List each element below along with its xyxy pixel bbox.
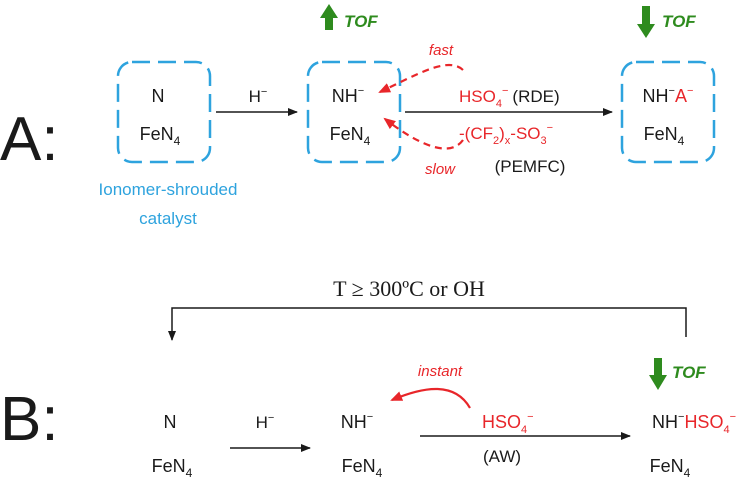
tof-up-label: TOF: [344, 12, 378, 31]
instant-label: instant: [418, 363, 463, 380]
regeneration-condition: T ≥ 300ºC or OH: [333, 276, 485, 301]
b-species3-bottom: FeN4: [650, 456, 691, 480]
box1-top-label: N: [152, 86, 165, 106]
panel-a-label: A:: [0, 105, 59, 174]
box3-bottom-label: FeN4: [644, 124, 685, 148]
tof-up-indicator: TOF: [320, 4, 378, 31]
up-arrow-icon: [320, 4, 338, 30]
catalyst-box-3: [620, 60, 716, 164]
ionomer-caption-line2: catalyst: [139, 209, 197, 228]
box2-bottom-label: FeN4: [330, 124, 371, 148]
ionomer-caption-line1: Ionomer-shrouded: [99, 180, 238, 199]
catalyst-box-2: [306, 60, 402, 164]
box1-bottom-label: FeN4: [140, 124, 181, 148]
fast-exchange-arrow: [378, 64, 464, 93]
b-species1-bottom: FeN4: [152, 456, 193, 480]
tof-down-indicator-b: TOF: [649, 358, 706, 390]
box2-top-label: NH−: [332, 85, 364, 106]
hydride-label-a: H−: [249, 86, 268, 106]
slow-label: slow: [425, 161, 456, 178]
panel-b-label: B:: [0, 385, 59, 454]
fast-label: fast: [429, 42, 454, 59]
instant-exchange-arrow: [390, 387, 471, 409]
b-species3-top: NH−HSO4−: [652, 411, 736, 436]
down-arrow-icon: [637, 6, 655, 38]
panel-b: B: T ≥ 300ºC or OH N FeN4 H− NH− FeN4 in…: [0, 276, 736, 480]
panel-a: A: N FeN4 Ionomer-shrouded catalyst H− N…: [0, 4, 716, 228]
catalyst-box-1: [116, 60, 212, 164]
tof-down-label-a: TOF: [662, 12, 696, 31]
rde-condition: HSO4−(RDE): [459, 85, 560, 110]
box3-top-label: NH−A−: [643, 85, 694, 106]
b-species1-top: N: [164, 412, 177, 432]
tof-down-label-b: TOF: [672, 363, 706, 382]
down-arrow-icon: [649, 358, 667, 390]
pemfc-label: (PEMFC): [495, 157, 566, 176]
pemfc-reagent: -(CF2)x-SO3−: [459, 122, 553, 147]
tof-down-indicator-a: TOF: [637, 6, 696, 38]
b-species2-top: NH−: [341, 411, 373, 432]
aw-label: (AW): [483, 447, 521, 466]
b-species2-bottom: FeN4: [342, 456, 383, 480]
hydride-label-b: H−: [256, 412, 275, 432]
b-reagent: HSO4−: [482, 411, 534, 436]
slow-exchange-arrow: [383, 117, 464, 150]
regeneration-bracket: [168, 307, 687, 341]
